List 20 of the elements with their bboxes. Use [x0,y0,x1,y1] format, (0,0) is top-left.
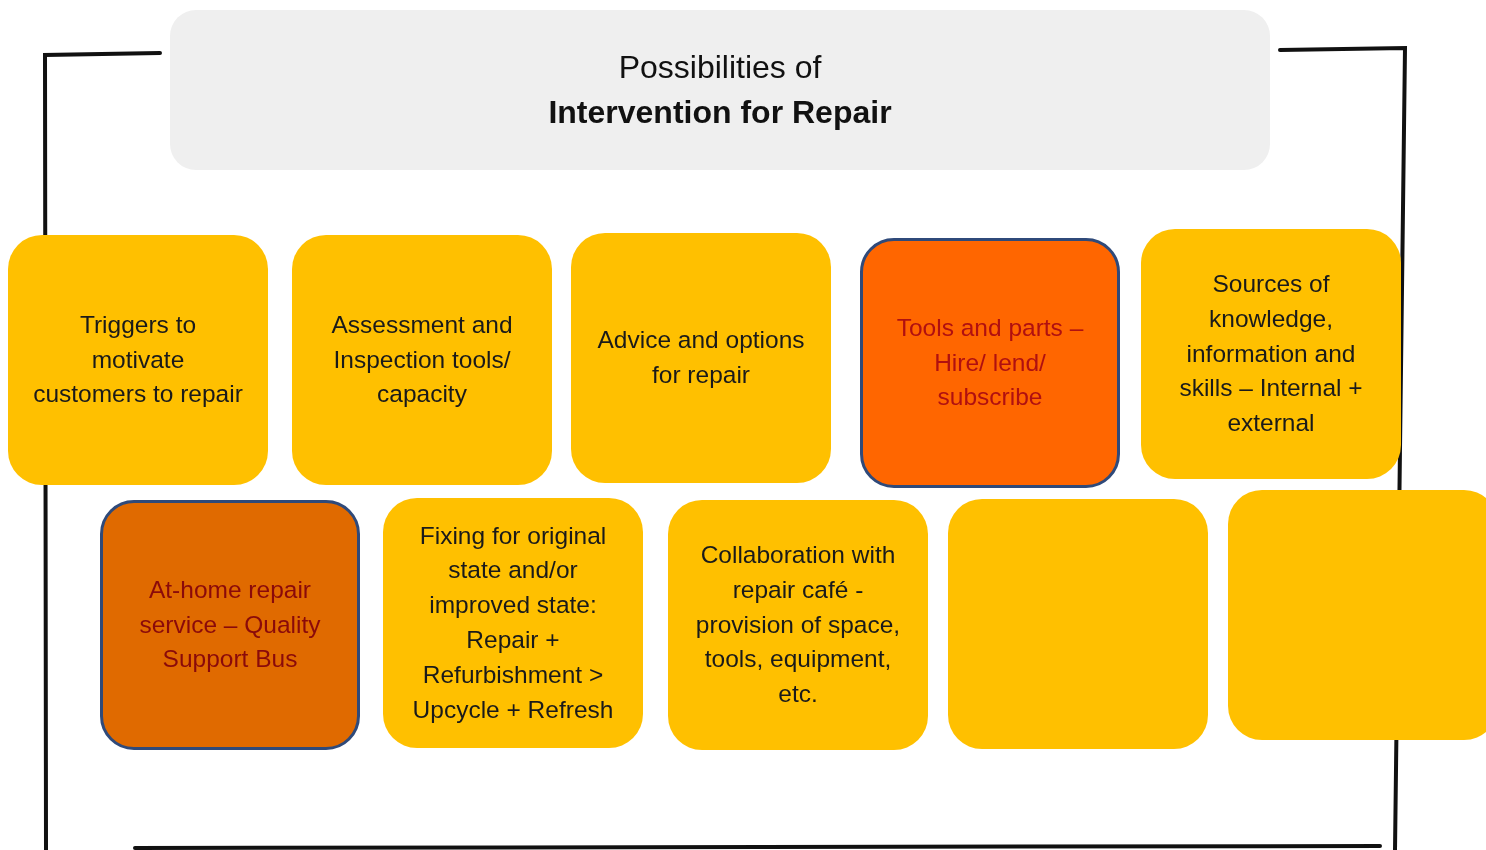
box-text: Fixing for original state and/or improved state: Repair + Refurbishment > Upcycle + Refresh [411,520,615,725]
rounded-box [292,235,552,485]
rounded-box [668,500,928,750]
box-text: Tools and parts – Hire/ lend/ subscribe [895,312,1085,413]
empty-box [1228,490,1486,740]
rounded-box [571,233,831,483]
rounded-box [8,235,268,485]
box-text: Collaboration with repair café - provision of space, tools, equipment, etc. [694,540,902,710]
title: Possibilities of [618,47,822,87]
box-text: Assessment and Inspection tools/ capacity [330,309,514,410]
box-text: At-home repair service – Quality Support Bus [138,574,322,675]
box-text: Advice and options for repair [596,325,806,390]
box-text: Triggers to motivate customers to repair [32,309,244,410]
rounded-box [100,500,360,750]
rounded-box [860,238,1120,488]
empty-box [948,499,1208,749]
box-text: Sources of knowledge, information and skills – Internal + external [1178,269,1364,439]
rounded-box [1141,229,1401,479]
rounded-box [383,498,643,748]
title-bold: Intervention for Repair [548,93,892,132]
